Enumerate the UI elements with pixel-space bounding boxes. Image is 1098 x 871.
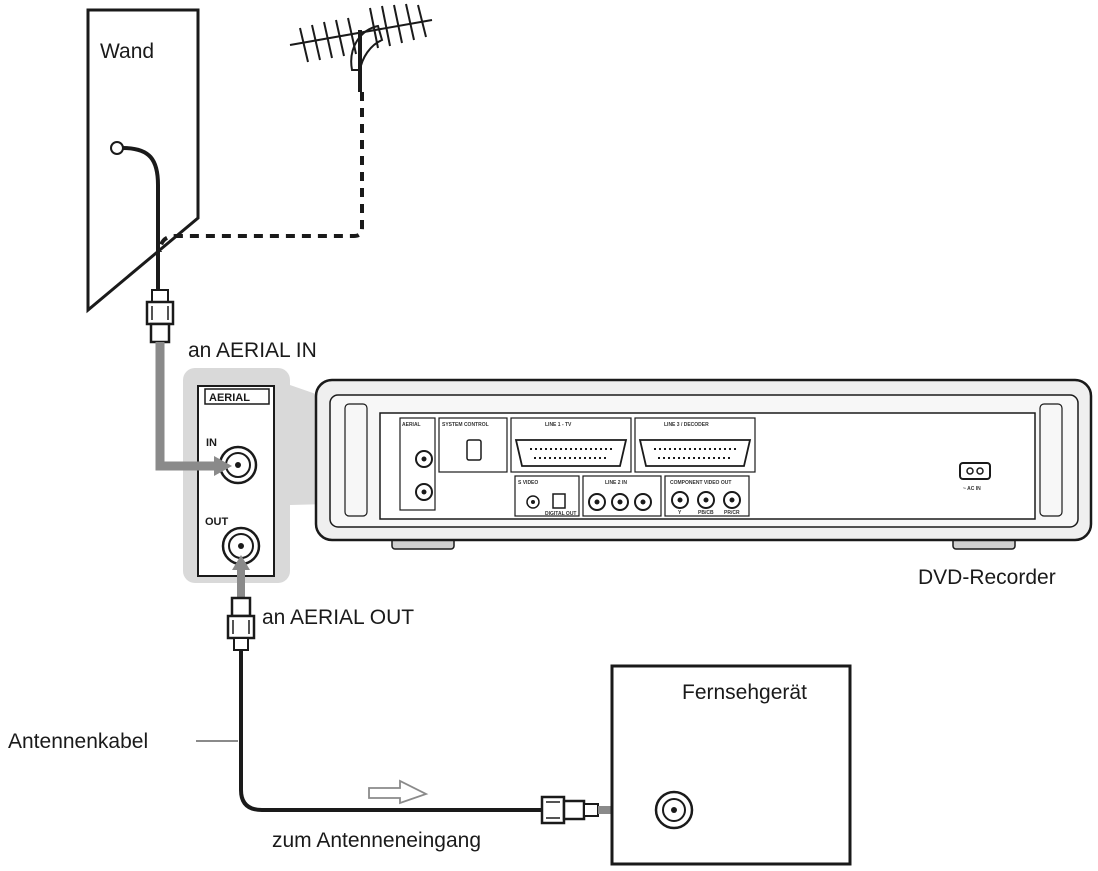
aerial-out-plug	[226, 596, 256, 651]
cable-label: Antennenkabel	[8, 730, 148, 753]
aerial-panel-in-label: IN	[206, 437, 217, 449]
recorder-line2-in-label: LINE 2 IN	[605, 480, 627, 486]
aerial-out-note: an AERIAL OUT	[262, 606, 414, 629]
wall-outline	[86, 8, 200, 314]
aerial-out-jack	[221, 526, 261, 566]
tv-label: Fernsehgerät	[682, 681, 807, 704]
wall-socket	[110, 141, 124, 155]
television: Fernsehgerät	[610, 664, 852, 866]
direction-hint-arrow	[368, 779, 429, 805]
component-out-jacks	[671, 491, 741, 509]
digital-out-port	[552, 493, 566, 509]
component-jack-pb-label: PB/CB	[698, 510, 714, 516]
component-jack-pr-label: PR/CR	[724, 510, 740, 516]
aerial-zoom-panel: AERIAL IN OUT	[183, 368, 290, 583]
antenna-dashed-cable	[158, 92, 364, 253]
aerial-in-note: an AERIAL IN	[188, 339, 317, 362]
dvd-recorder: AERIAL SYSTEM CONTROL LINE 1 - TV LINE 3…	[314, 378, 1093, 550]
tv-plug	[540, 795, 599, 825]
recorder-system-control-label: SYSTEM CONTROL	[442, 422, 489, 428]
wall-label: Wand	[100, 40, 154, 63]
recorder-line3-label: LINE 3 / DECODER	[664, 422, 709, 428]
tv-antenna-jack	[654, 790, 694, 830]
line1-scart-port	[514, 439, 628, 467]
roof-antenna	[289, 3, 433, 92]
component-jack-y-label: Y	[678, 510, 682, 516]
antenna-cable	[239, 650, 542, 812]
ac-in-socket	[959, 462, 991, 480]
recorder-aerial-label: AERIAL	[402, 422, 421, 428]
aerial-in-plug	[145, 289, 175, 344]
line3-scart-port	[638, 439, 752, 467]
tv-input-label: zum Antenneneingang	[272, 829, 481, 852]
recorder-component-label: COMPONENT VIDEO OUT	[670, 480, 731, 486]
recorder-line1-label: LINE 1 - TV	[545, 422, 572, 428]
recorder-digital-out-label: DIGITAL OUT	[545, 511, 576, 517]
line2-in-jacks	[588, 493, 652, 511]
wall-cable	[122, 146, 160, 292]
aerial-panel-title: AERIAL	[209, 392, 250, 404]
wall: Wand	[86, 8, 200, 314]
system-control-port	[466, 439, 482, 461]
recorder-ac-in-label: ~ AC IN	[963, 486, 981, 492]
aerial-in-arrow	[155, 342, 232, 476]
recorder-s-video-label: S VIDEO	[518, 480, 538, 486]
aerial-out-arrow	[232, 555, 250, 598]
aerial-panel-out-label: OUT	[205, 516, 229, 528]
recorder-label: DVD-Recorder	[918, 566, 1056, 589]
